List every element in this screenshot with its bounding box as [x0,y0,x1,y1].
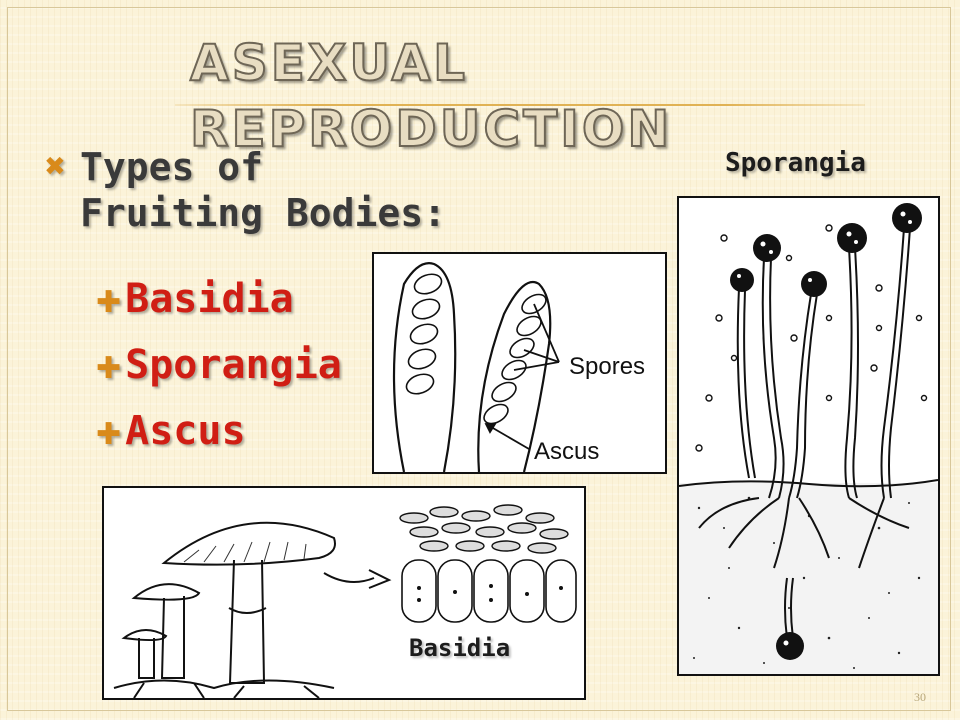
subitem-basidia: ✚Basidia [96,276,294,322]
subitem-ascus: ✚Ascus [96,408,246,454]
plus-bullet-icon: ✚ [96,351,122,386]
sporangia-caption: Sporangia [725,148,866,178]
ascus-label: Ascus [534,438,599,465]
heading-text: Types of Fruiting Bodies: [80,145,447,235]
sporangia-drawing [679,203,938,674]
sporangia-figure [677,196,940,676]
basidia-caption: Basidia [409,634,511,662]
plus-bullet-icon: ✚ [96,417,122,452]
subitem-sporangia: ✚Sporangia [96,342,342,388]
spores-label: Spores [569,353,645,380]
x-bullet-icon: ✖ [44,152,66,182]
bullet-heading: ✖ Types of Fruiting Bodies: [44,144,464,236]
slide-frame [7,7,951,711]
slide-title: Asexual Reproduction [189,33,673,159]
basidia-figure: Basidia [102,486,586,700]
title-underline [175,104,865,106]
basidia-drawing [113,504,577,698]
plus-bullet-icon: ✚ [96,285,122,320]
ascus-figure: Spores Ascus [372,252,667,474]
ascus-drawing: Spores Ascus [392,262,645,472]
page-number: 30 [914,690,926,704]
